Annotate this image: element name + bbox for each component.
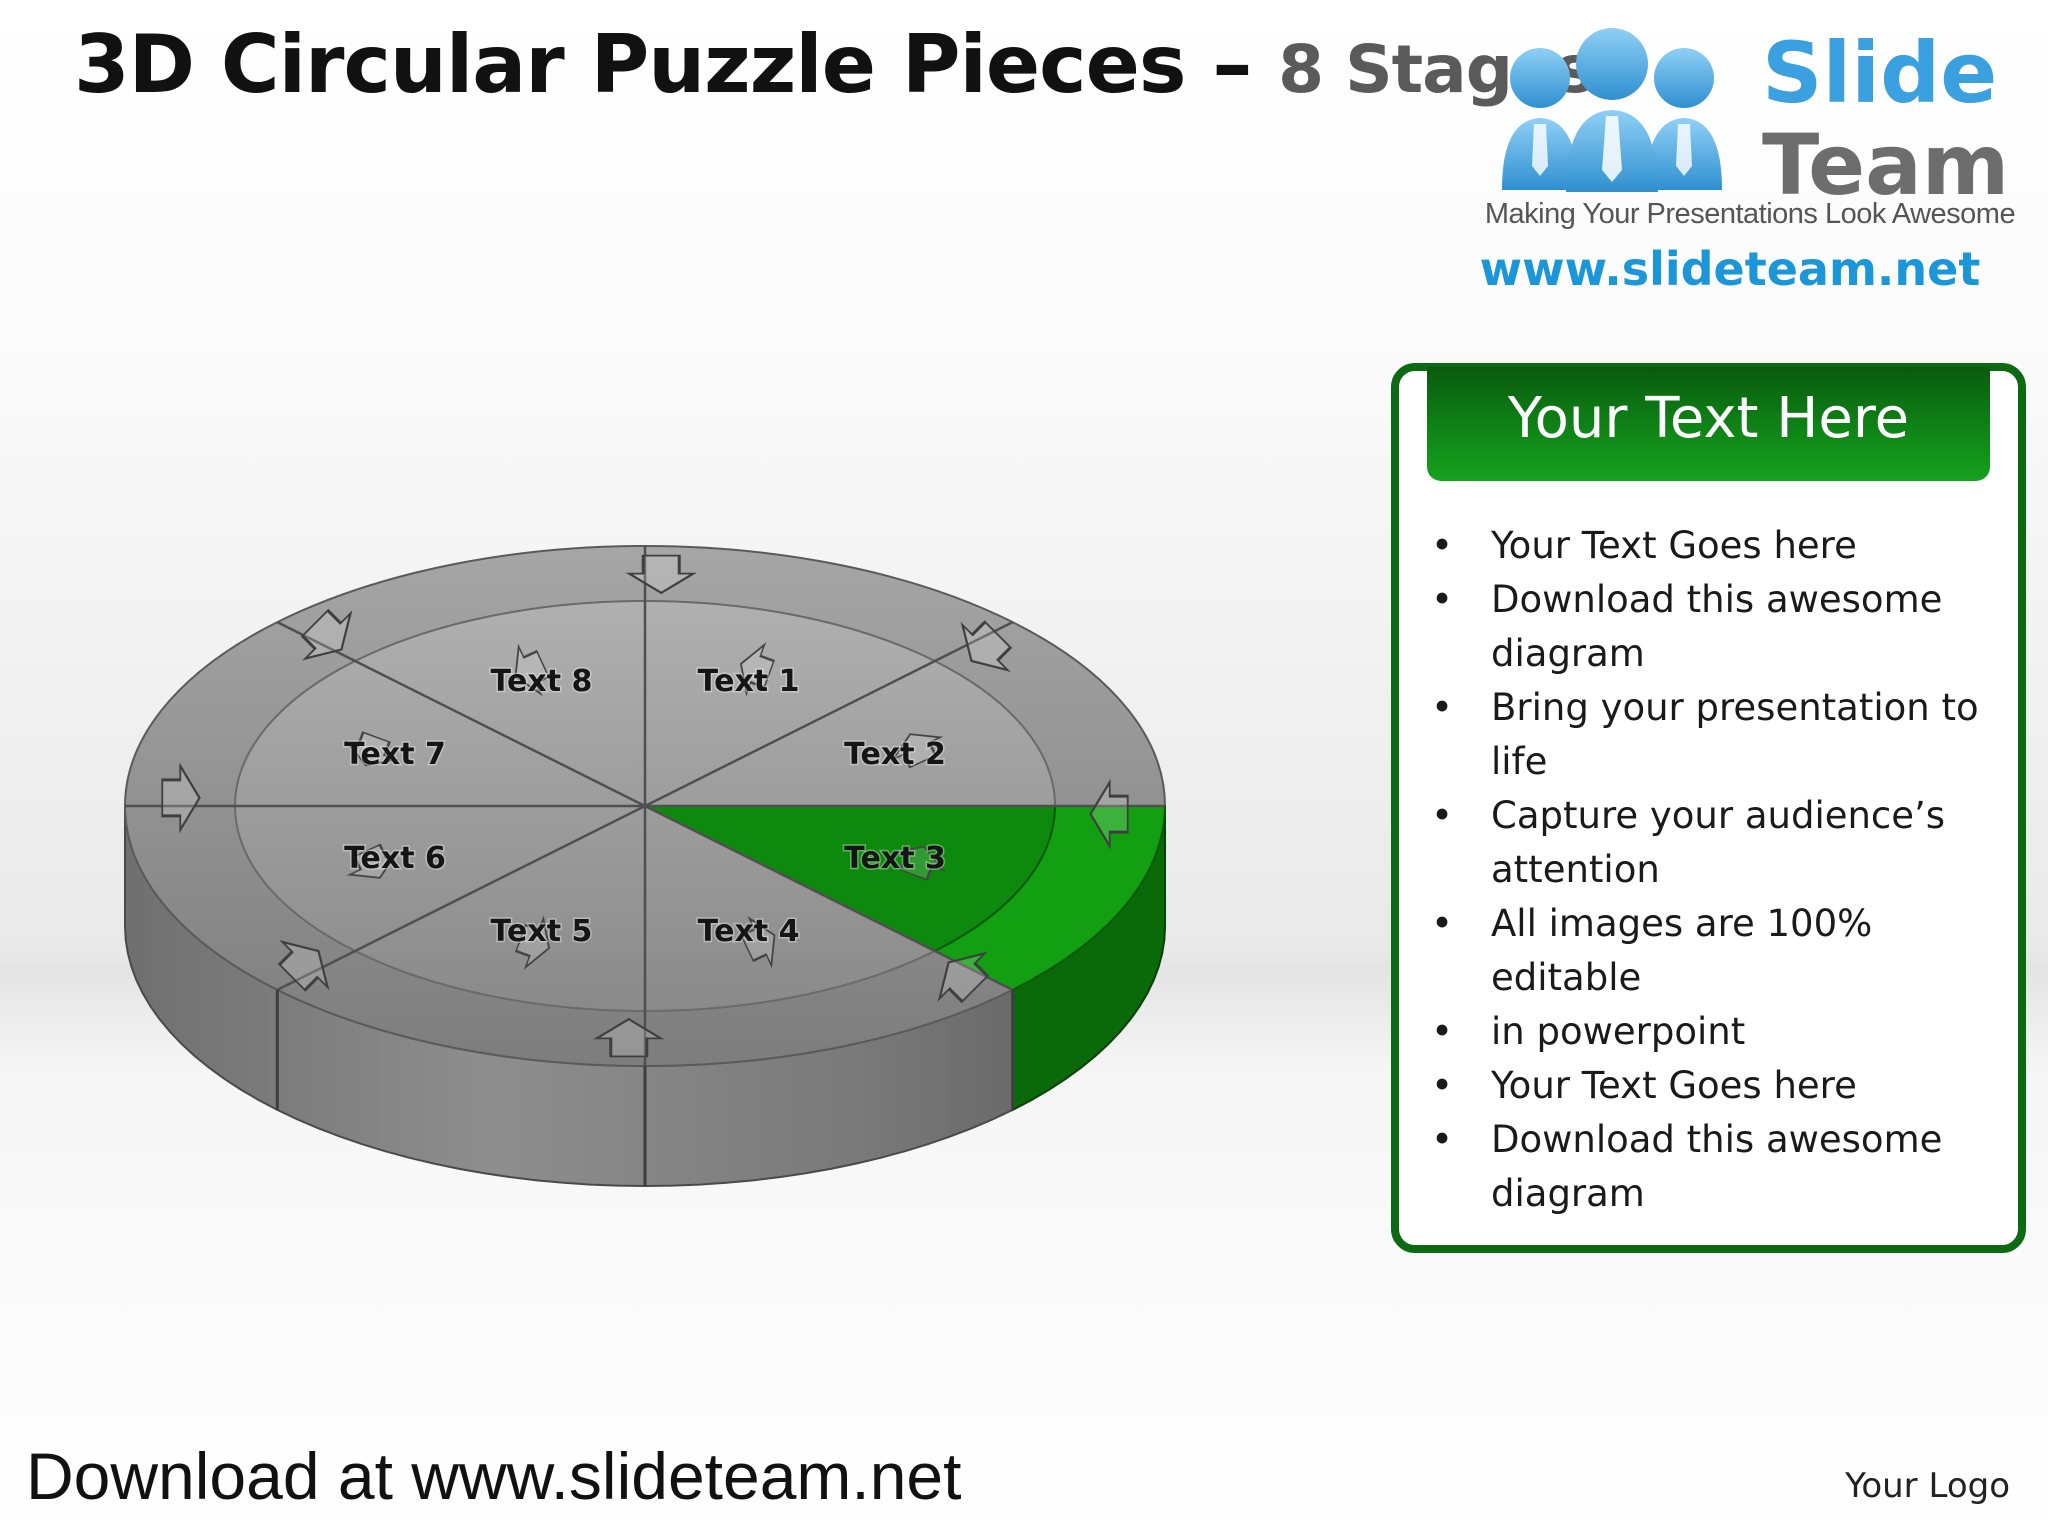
- bullet-dot: •: [1431, 1010, 1453, 1053]
- arrow-connector-icon: [344, 731, 399, 767]
- bullet-text: Bring your presentation to life: [1491, 686, 1979, 783]
- bullet-text: Download this awesome diagram: [1491, 1118, 1943, 1215]
- bullet-dot: •: [1431, 794, 1453, 837]
- divider-line: [644, 659, 936, 808]
- bullet-dot: •: [1431, 686, 1453, 729]
- divider-line: [354, 659, 646, 808]
- bullet-dot: •: [1431, 1064, 1453, 1107]
- bullet-text: in powerpoint: [1491, 1010, 1746, 1053]
- bullet-dot: •: [1431, 578, 1453, 621]
- segment-label: Text 8: [491, 664, 593, 699]
- circular-puzzle-diagram: Text 1 Text 2 Text 3 Text 4 Text 5 Text 6 Text…: [110, 460, 1190, 1260]
- arrow-connector-icon: [300, 608, 353, 661]
- bullet-dot: •: [1431, 524, 1453, 567]
- arrow-connector-icon: [514, 915, 551, 970]
- arrow-connector-icon: [937, 951, 990, 1004]
- arrow-connector-icon: [625, 554, 697, 595]
- segment-label: Text 4: [698, 914, 800, 949]
- segment-label: Text 3: [844, 841, 946, 876]
- slideteam-logo: Slide Team Making Your Presentations Loo…: [1470, 20, 2030, 300]
- bullet-item: • Your Text Goes here: [1427, 1059, 1990, 1113]
- logo-tagline: Making Your Presentations Look Awesome: [1484, 198, 2016, 230]
- arrow-connector-icon: [514, 643, 550, 697]
- bullet-text: Your Text Goes here: [1491, 524, 1857, 567]
- segment-label: Text 1: [698, 664, 800, 699]
- divider-line: [934, 949, 1014, 991]
- arrow-connector-icon: [277, 940, 330, 992]
- bullet-item: • Your Text Goes here: [1427, 519, 1990, 573]
- divider-line: [354, 804, 646, 953]
- info-panel: Your Text Here • Your Text Goes here • Down…: [1391, 363, 2026, 1253]
- bullet-text: Capture your audience’s attention: [1491, 794, 1946, 891]
- arrow-connector-icon: [740, 915, 776, 969]
- bullet-item: • Bring your presentation to life: [1427, 681, 1990, 789]
- segment-inner-highlight: [644, 805, 1057, 953]
- people-icon: [1502, 28, 1722, 192]
- segment-label: Text 7: [344, 737, 446, 772]
- segment-label: Text 5: [491, 914, 593, 949]
- title-main: 3D Circular Puzzle Pieces: [74, 18, 1186, 111]
- bullet-text: All images are 100% editable: [1491, 902, 1873, 999]
- bullet-item: • All images are 100% editable: [1427, 897, 1990, 1005]
- divider-line: [644, 804, 936, 953]
- divider-line: [276, 949, 356, 991]
- bullet-item: • in powerpoint: [1427, 1005, 1990, 1059]
- logo-word-team: Team: [1762, 116, 2010, 214]
- divider-line: [934, 621, 1014, 663]
- divider-line: [276, 621, 356, 663]
- logo-url[interactable]: www.slideteam.net: [1479, 242, 1981, 296]
- bullet-list: • Your Text Goes here • Download this aweso…: [1427, 519, 1990, 1221]
- bullet-item: • Capture your audience’s attention: [1427, 789, 1990, 897]
- bullet-dot: •: [1431, 1118, 1453, 1161]
- bullet-text: Your Text Goes here: [1491, 1064, 1857, 1107]
- panel-heading: Your Text Here: [1427, 367, 1990, 481]
- segment-label: Text 2: [844, 737, 946, 772]
- segment-label: Text 6: [344, 841, 446, 876]
- arrow-connector-icon: [891, 845, 946, 881]
- arrow-connector-icon: [161, 762, 201, 834]
- your-logo-placeholder: Your Logo: [1845, 1466, 2010, 1506]
- title-dash: –: [1212, 18, 1252, 111]
- bullet-item: • Download this awesome diagram: [1427, 1113, 1990, 1221]
- bullet-text: Download this awesome diagram: [1491, 578, 1943, 675]
- bullet-item: • Download this awesome diagram: [1427, 573, 1990, 681]
- slide-title: 3D Circular Puzzle Pieces – 8 Stages: [74, 18, 1595, 111]
- arrow-connector-icon: [739, 642, 776, 697]
- arrow-connector-icon: [890, 733, 944, 769]
- arrow-connector-icon: [1089, 778, 1129, 850]
- arrow-connector-icon: [346, 843, 400, 879]
- bullet-dot: •: [1431, 902, 1453, 945]
- arrow-connector-icon: [960, 620, 1013, 672]
- download-footer[interactable]: Download at www.slideteam.net: [26, 1439, 962, 1513]
- arrow-connector-icon: [593, 1017, 665, 1058]
- logo-word-slide: Slide: [1762, 24, 1998, 122]
